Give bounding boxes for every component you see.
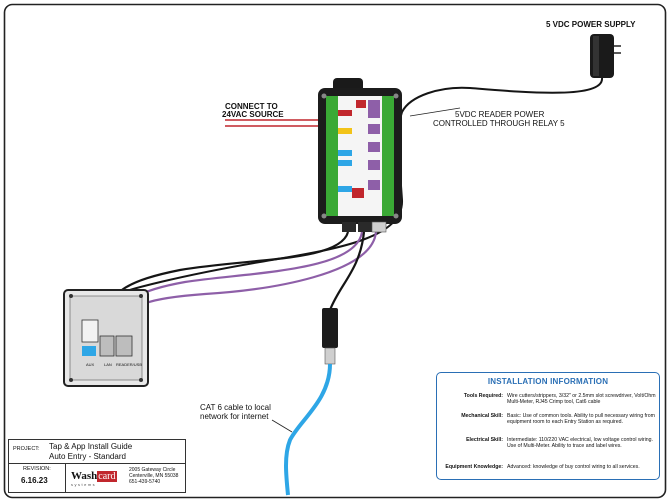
reader-power-label-line2: CONTROLLED THROUGH RELAY 5 xyxy=(433,119,565,128)
info-key: Tools Required: xyxy=(463,393,503,399)
project-line1: Tap & App Install Guide xyxy=(49,442,133,451)
controller-board xyxy=(318,78,402,233)
info-key: Equipment Knowledge: xyxy=(445,464,503,470)
washcard-logo-sub: systems xyxy=(71,482,97,487)
project-label: PROJECT: xyxy=(13,446,40,452)
title-block: PROJECT: Tap & App Install Guide Auto En… xyxy=(8,439,186,493)
reader-port-lan-label: LAN xyxy=(104,362,112,367)
installation-info-title: INSTALLATION INFORMATION xyxy=(487,377,609,386)
address-line2: Centerville, MN 55038 xyxy=(129,473,179,479)
revision-value: 6.16.23 xyxy=(21,476,48,485)
network-label-line1: CAT 6 cable to local xyxy=(200,403,271,412)
ac-source-label-line1: CONNECT TO xyxy=(225,102,278,111)
info-value: Basic: Use of common tools. Ability to p… xyxy=(507,413,655,426)
rj45-connector xyxy=(322,308,338,365)
reader-port-usb-label: READER/USB xyxy=(116,362,143,367)
cat6-cable xyxy=(284,363,332,496)
info-value: Advanced: knowledge of buy control wirin… xyxy=(507,464,640,470)
reader-station-box xyxy=(63,289,149,387)
network-label-line2: network for internet xyxy=(200,412,269,421)
title-block-divider-vertical xyxy=(65,463,66,492)
project-line2: Auto Entry - Standard xyxy=(49,452,126,461)
revision-label: REVISION: xyxy=(23,466,51,472)
info-value: Wire cutters/strippers, 3/32" or 2.5mm s… xyxy=(507,393,656,406)
info-value: Intermediate: 110/220 VAC electrical, lo… xyxy=(507,437,653,450)
power-supply-icon xyxy=(590,34,621,78)
ac-source-wires xyxy=(225,119,326,127)
title-block-divider xyxy=(9,463,185,464)
power-supply-label: 5 VDC POWER SUPPLY xyxy=(546,20,636,29)
reader-cable-purple-2 xyxy=(122,231,378,327)
ac-source-label-line2: 24VAC SOURCE xyxy=(222,110,284,119)
reader-port-aux-label: AUX xyxy=(86,362,95,367)
sheet-border xyxy=(3,3,667,499)
installation-info-box: INSTALLATION INFORMATION Tools Required:… xyxy=(436,372,660,480)
washcard-logo: Washcard xyxy=(71,470,117,482)
info-key: Electrical Skill: xyxy=(466,437,503,443)
network-cable-black xyxy=(328,231,366,311)
info-key: Mechanical Skill: xyxy=(461,413,503,419)
reader-power-leader xyxy=(409,107,461,117)
address-line3: 651-439-5740 xyxy=(129,479,161,485)
address-line1: 2005 Gateway Circle xyxy=(129,467,176,473)
network-leader xyxy=(271,419,293,433)
reader-power-label-line1: 5VDC READER POWER xyxy=(455,110,545,119)
